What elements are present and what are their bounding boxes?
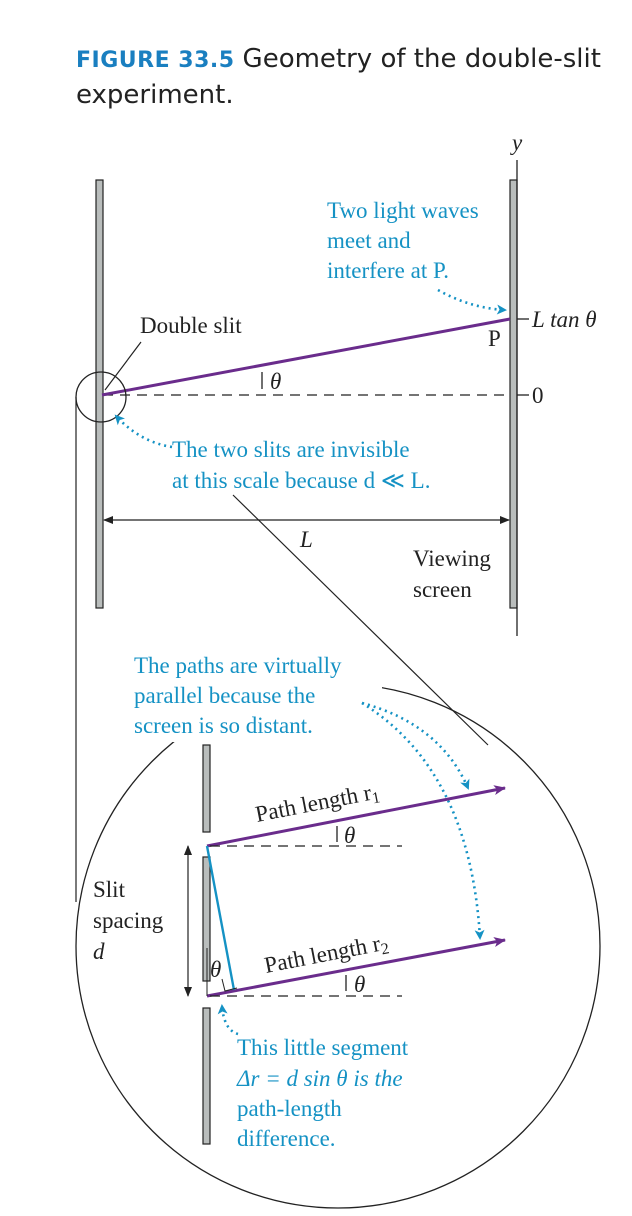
arrow-paths-1 [361,701,470,790]
ray-path-2 [206,937,506,998]
figure-number: FIGURE 33.5 [76,48,235,73]
tick-label-zero: 0 [532,383,544,408]
theta-upper: θ [270,369,281,394]
viewing-screen [509,179,518,609]
ray-path-1 [206,785,506,848]
ray-to-p [101,317,511,397]
distance-label: L [299,527,313,552]
note-paths: The paths are virtually parallel because… [134,653,347,738]
arrow-segment [217,1004,239,1036]
theta-small: θ [210,957,221,982]
point-p-label: P [488,326,501,351]
arrow-paths-2 [361,701,485,940]
viewing-screen-label: Viewing screen [413,546,497,602]
slit-spacing-label: Slit spacing d [93,877,169,964]
slit-connector [205,845,236,991]
barrier-top [202,744,211,833]
note-slits: The two slits are invisible at this scal… [172,437,430,493]
y-axis-label: y [510,130,523,155]
tick-label-ltan: L tan θ [531,307,597,332]
figure-title: Geometry of the double-slit experiment. [76,44,601,110]
theta-path-2: θ [354,972,365,997]
arrow-slits [114,414,173,449]
double-slit-leader [104,341,142,391]
zoom-connector-right [232,494,489,746]
arrow-waves [437,288,507,315]
theta-path-1: θ [344,823,355,848]
double-slit-label: Double slit [140,313,242,338]
barrier-bottom [202,1007,211,1145]
note-segment: This little segment Δr = d sin θ is the … [236,1035,414,1151]
path-length-1: Path length r1 [253,778,382,829]
note-paths-backdrop [132,650,382,742]
note-waves: Two light waves meet and interfere at P. [327,198,484,283]
right-angle-mark [221,978,238,992]
